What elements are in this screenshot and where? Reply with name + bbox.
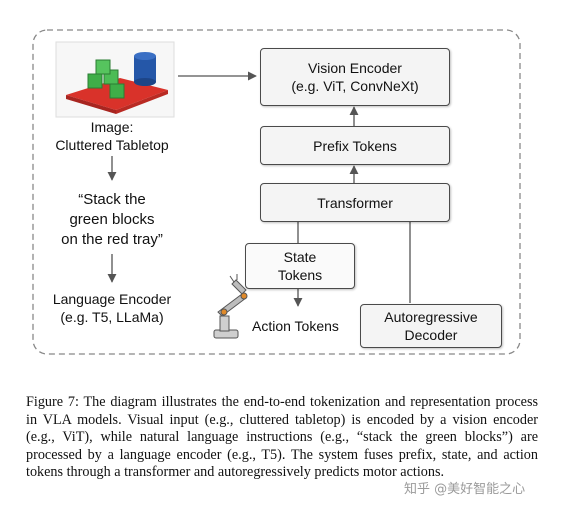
action-tokens-text: Action Tokens [252,318,339,334]
state-tokens-label-2: Tokens [277,267,323,283]
robot-arm-icon [213,274,248,339]
tabletop-image [55,41,175,118]
transformer-box: Transformer [260,183,450,222]
green-blocks [87,59,125,99]
action-tokens-label: Action Tokens [252,317,356,335]
instruction-line-3: on the red tray” [61,231,163,248]
decoder-label-1: Autoregressive [384,309,478,325]
image-label: Image: Cluttered Tabletop [40,118,184,154]
language-encoder-label: Language Encoder (e.g. T5, LLaMa) [30,290,194,326]
figure-caption: Figure 7: The diagram illustrates the en… [26,394,538,480]
transformer-label: Transformer [317,194,393,211]
autoregressive-decoder-box: Autoregressive Decoder [360,304,502,348]
vision-encoder-box: Vision Encoder (e.g. ViT, ConvNeXt) [260,48,450,106]
state-tokens-box: State Tokens [245,243,355,289]
image-label-line-1: Image: [90,119,134,135]
instruction-text: “Stack the green blocks on the red tray” [40,190,184,250]
watermark: 知乎 @美好智能之心 [404,482,526,497]
prefix-tokens-box: Prefix Tokens [260,126,450,165]
state-tokens-label-1: State [283,249,317,265]
instruction-line-1: “Stack the [78,191,146,208]
language-encoder-title: Language Encoder [52,291,172,307]
instruction-line-2: green blocks [69,211,155,228]
prefix-tokens-label: Prefix Tokens [313,137,397,154]
vision-encoder-example: (e.g. ViT, ConvNeXt) [291,78,419,94]
vision-encoder-title: Vision Encoder [308,60,402,76]
decoder-label-2: Decoder [404,327,458,343]
image-label-line-2: Cluttered Tabletop [55,137,169,153]
language-encoder-example: (e.g. T5, LLaMa) [60,309,164,325]
blue-cup [134,52,156,86]
